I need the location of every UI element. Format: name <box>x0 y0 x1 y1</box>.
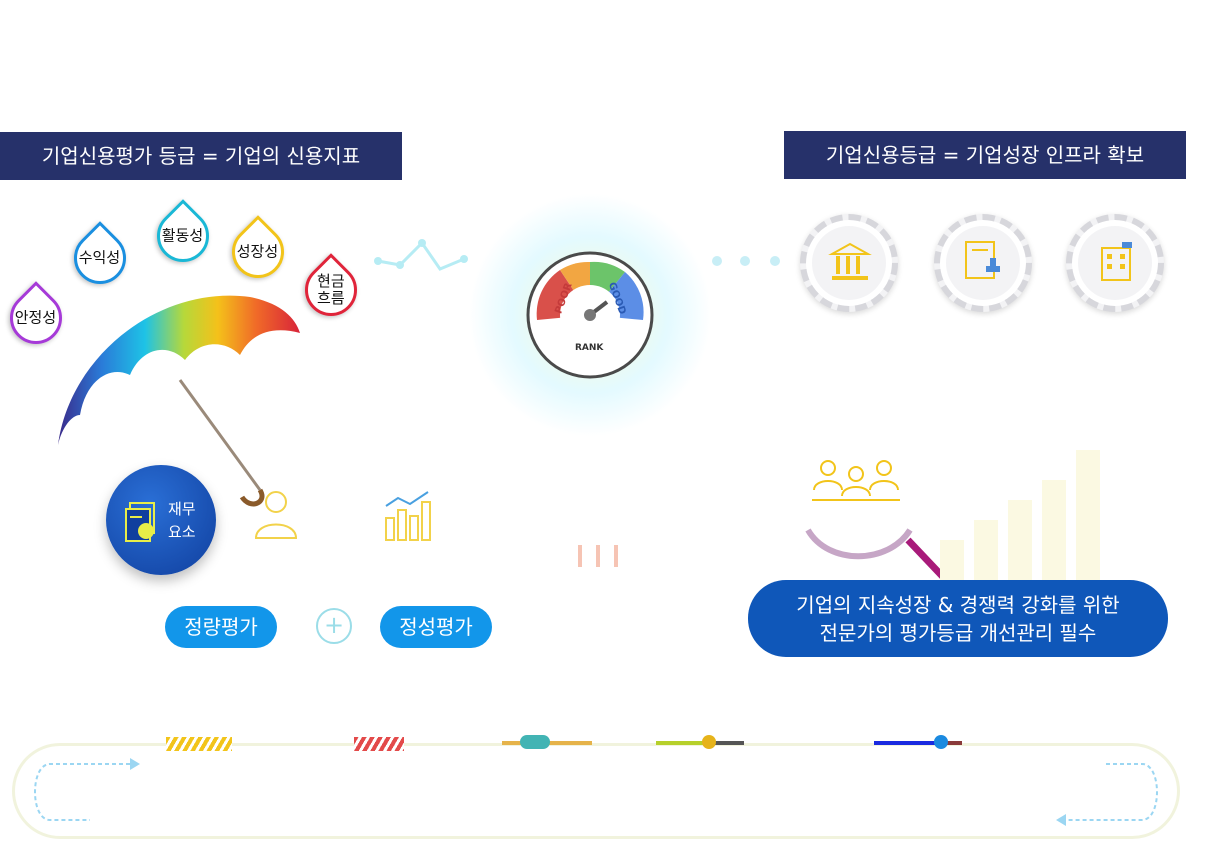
callout-line2: 전문가의 평가등급 개선관리 필수 <box>819 620 1097 645</box>
person-icon <box>254 491 298 539</box>
bar-chart-icon <box>385 491 431 541</box>
document-stamp-icon <box>965 241 1000 279</box>
slider-blue-thumb <box>934 735 948 749</box>
slider-lime-thumb <box>702 735 716 749</box>
activity-label: 활동성 <box>162 226 204 245</box>
cashflow-label: 현금 흐름 <box>317 271 345 307</box>
finance-label-line2: 요소 <box>168 523 196 541</box>
line-connector-icon <box>374 239 468 271</box>
building-gear <box>1066 214 1164 312</box>
slider-blue <box>874 735 962 749</box>
bank-gear <box>800 214 898 312</box>
bank-icon <box>828 242 872 280</box>
magnifier-icon <box>805 528 947 581</box>
slider-teal <box>502 735 592 749</box>
signal-bars <box>576 545 626 569</box>
financial-factors-badge: 재무 요소 <box>106 465 216 575</box>
dot-connector <box>672 256 802 268</box>
people-group-icon <box>812 460 900 501</box>
slider-teal-thumb <box>520 735 550 749</box>
document-chart-icon <box>125 502 155 542</box>
slider-lime <box>656 735 744 749</box>
activity-drop: 활동성 <box>146 199 220 273</box>
credit-infra-banner: 기업신용등급 = 기업성장 인프라 확보 <box>784 131 1186 179</box>
stability-label: 안정성 <box>15 308 57 327</box>
profitability-drop: 수익성 <box>63 221 137 295</box>
document-gear <box>934 214 1032 312</box>
building-icon <box>1101 242 1132 281</box>
qualitative-evaluation-pill: 정성평가 <box>380 606 492 648</box>
growth-drop: 성장성 <box>221 215 295 289</box>
plus-icon: + <box>316 608 352 644</box>
gauge-rank-label: RANK <box>575 343 604 353</box>
finance-label-line1: 재무 <box>168 500 196 518</box>
striped-bar-yellow <box>166 737 232 751</box>
striped-bar-red <box>354 737 404 751</box>
growth-label: 성장성 <box>237 242 279 261</box>
gauge-icon <box>526 251 654 379</box>
profitability-label: 수익성 <box>79 248 121 267</box>
growth-bars-background <box>940 450 1100 580</box>
arrow-right-dashed-icon <box>1056 763 1158 826</box>
callout-line1: 기업의 지속성장 & 경쟁력 강화를 위한 <box>796 592 1120 617</box>
improvement-callout: 기업의 지속성장 & 경쟁력 강화를 위한 전문가의 평가등급 개선관리 필수 <box>748 580 1168 657</box>
credit-rating-banner: 기업신용평가 등급 = 기업의 신용지표 <box>0 132 402 180</box>
arrow-left-dashed-icon <box>34 758 140 821</box>
umbrella-icon <box>58 295 300 507</box>
quantitative-evaluation-pill: 정량평가 <box>165 606 277 648</box>
progress-track <box>12 743 1180 839</box>
